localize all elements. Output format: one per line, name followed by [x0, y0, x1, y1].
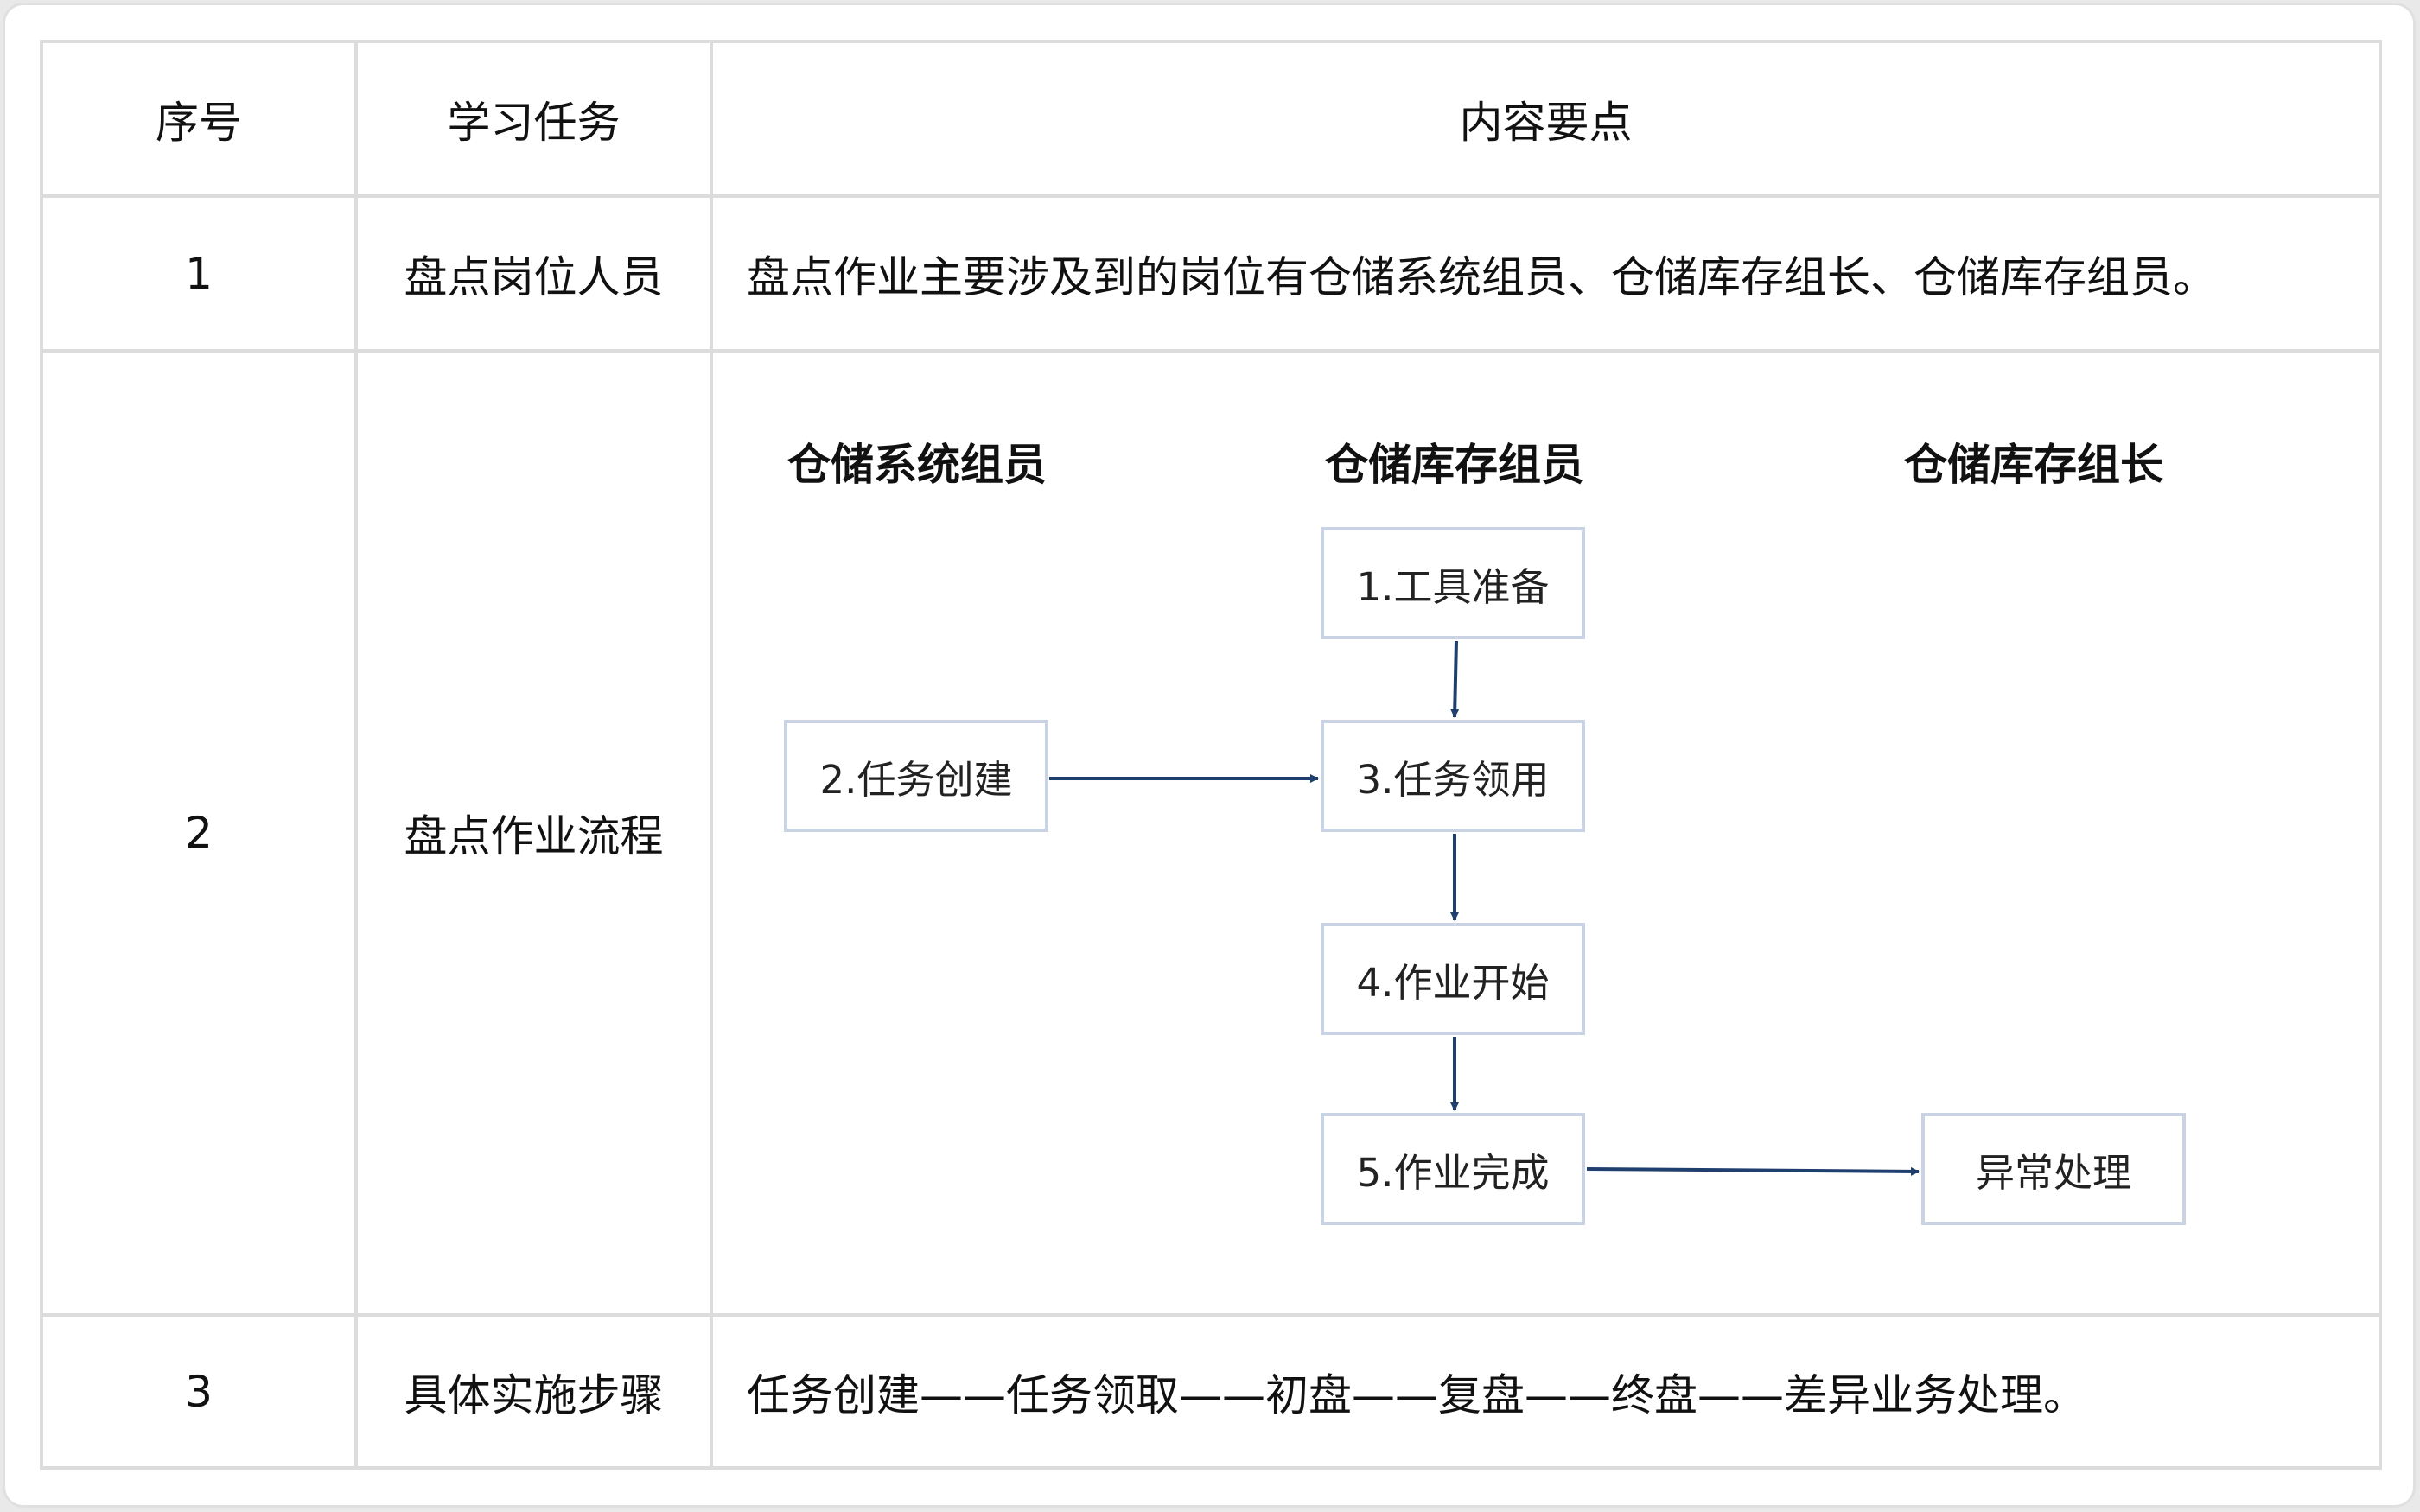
row1-no: 1 — [185, 248, 213, 299]
document-page — [3, 3, 2416, 1508]
lane-inventory-member: 仓储库存组员 — [1325, 440, 1584, 490]
table-border-right — [2379, 40, 2382, 1470]
table-border-row2-bottom — [40, 1313, 2382, 1317]
row1-task: 盘点岗位人员 — [404, 251, 664, 302]
lane-inventory-leader: 仓储库存组长 — [1904, 440, 2163, 490]
lane-system-member: 仓储系统组员 — [787, 440, 1047, 490]
row3-no: 3 — [185, 1366, 213, 1417]
header-no: 序号 — [156, 97, 242, 148]
step-task-creation: 2.任务创建 — [784, 720, 1048, 832]
step-task-claim: 3.任务领用 — [1321, 720, 1585, 832]
step-tool-preparation: 1.工具准备 — [1321, 527, 1585, 639]
table-border-col1 — [354, 40, 358, 1470]
row2-task: 盘点作业流程 — [404, 811, 664, 861]
row2-no: 2 — [185, 808, 213, 858]
step-exception-handling: 异常处理 — [1921, 1113, 2186, 1225]
table-border-top — [40, 40, 2382, 43]
row3-task: 具体实施步骤 — [404, 1369, 664, 1420]
table-border-row1-bottom — [40, 349, 2382, 353]
table-border-left — [40, 40, 43, 1470]
step-work-finish: 5.作业完成 — [1321, 1113, 1585, 1225]
table-border-col2 — [710, 40, 713, 1470]
table-border-bottom — [40, 1466, 2382, 1470]
table-border-header-bottom — [40, 194, 2382, 198]
header-task: 学习任务 — [447, 97, 621, 148]
header-content: 内容要点 — [1459, 97, 1633, 148]
row1-content: 盘点作业主要涉及到的岗位有仓储系统组员、仓储库存组长、仓储库存组员。 — [747, 251, 2216, 302]
step-work-start: 4.作业开始 — [1321, 923, 1585, 1035]
row3-content: 任务创建——任务领取——初盘——复盘——终盘——差异业务处理。 — [747, 1369, 2086, 1420]
